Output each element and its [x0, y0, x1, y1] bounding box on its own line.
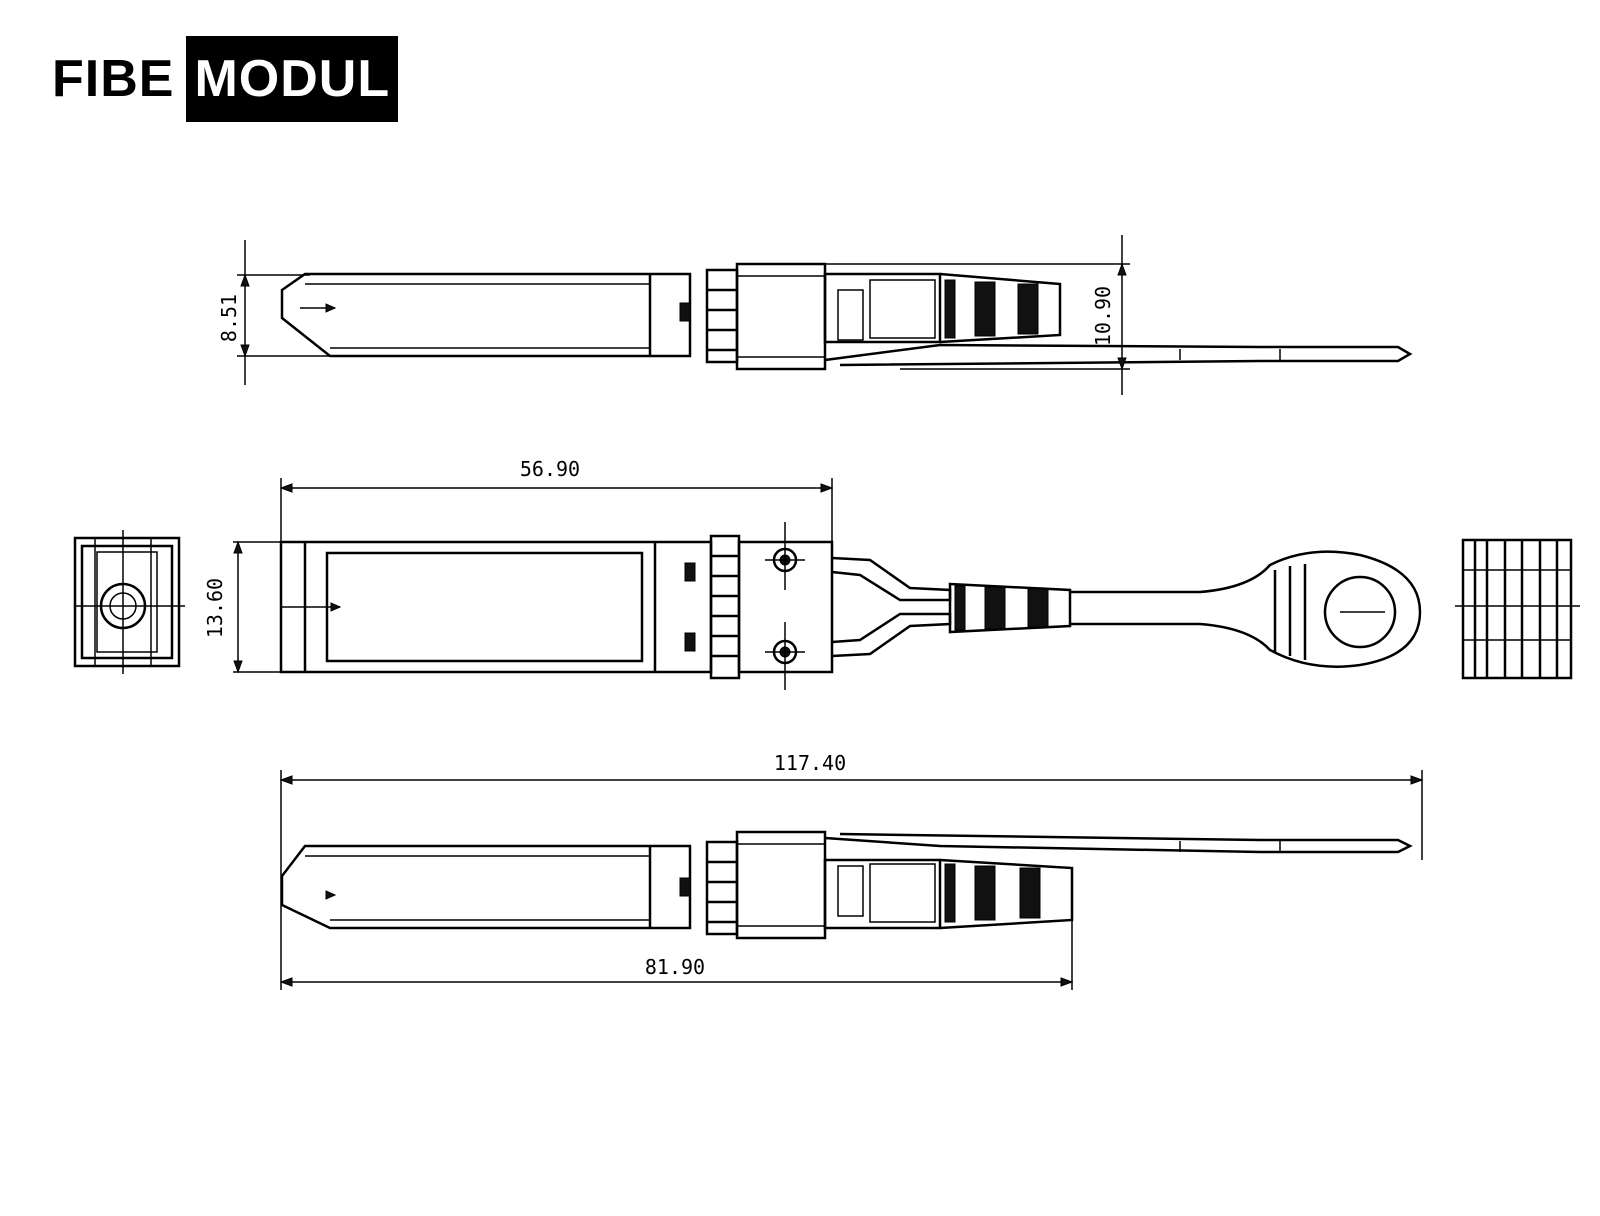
dim-top-height: 8.51: [217, 294, 241, 342]
logo-text-fibe: FIBE: [52, 50, 175, 108]
side-view-top: 8.51 10.90: [217, 235, 1413, 395]
logo-text-modul: MODUL: [194, 50, 391, 108]
dim-module-length: 56.90: [520, 457, 580, 481]
brand-logo: FIBE MODUL: [52, 36, 399, 122]
dim-module-width: 13.60: [203, 578, 227, 638]
logo-box: MODUL: [186, 36, 399, 122]
dim-body-length: 81.90: [645, 955, 705, 979]
dim-top-cable-height: 10.90: [1091, 286, 1115, 346]
front-end-view: [73, 530, 185, 674]
top-view: 56.90 13.60: [203, 457, 1422, 690]
rear-end-view: [1455, 538, 1580, 680]
side-view-bottom: 117.40 81.90: [279, 751, 1424, 990]
dim-overall-length: 117.40: [774, 751, 846, 775]
